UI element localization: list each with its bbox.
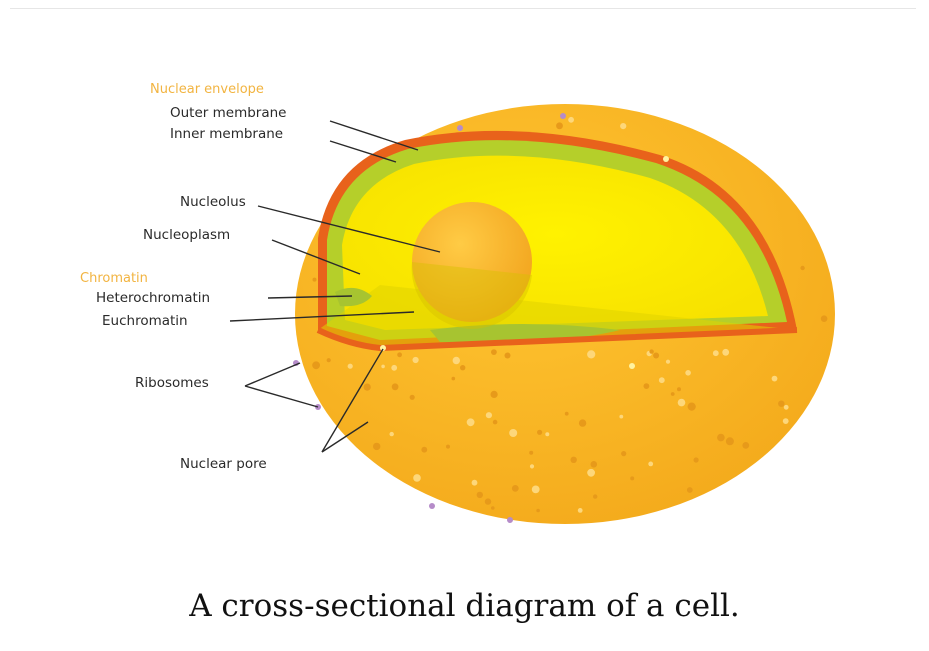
ribosome-dot [413,474,421,482]
ribosome-dot [821,315,828,322]
ribosome-dot [722,349,729,356]
ribosome-dot [327,358,331,362]
ribosome-dot [446,445,450,449]
ribosome-dot [784,405,789,410]
nuclear-pore [629,363,635,369]
ribosome-dot [648,462,653,467]
ribosome-dot [621,451,626,456]
ribosome-dot [429,503,435,509]
ribosome-dot [391,365,397,371]
label-chromatin: Chromatin [80,271,148,286]
ribosome-dot [556,122,563,129]
ribosome-dot [348,364,353,369]
ribosome-dot [593,494,597,498]
ribosome-dot [653,353,659,359]
ribosome-dot [505,353,511,359]
leader-ribosomes-a [245,363,300,386]
ribosome-dot [649,349,653,353]
label-nuclear-pore: Nuclear pore [180,456,267,472]
ribosome-dot [619,415,623,419]
leader-ribosomes-b [245,386,318,407]
ribosome-dot [726,437,734,445]
ribosome-dot [536,509,540,513]
ribosome-dot [373,443,380,450]
ribosome-dot [587,350,595,358]
ribosome-dot [453,357,460,364]
ribosome-dot [421,447,427,453]
ribosome-dot [486,412,492,418]
ribosome-dot [460,365,465,370]
label-euchromatin: Euchromatin [102,313,188,329]
ribosome-dot [493,420,498,425]
ribosome-dot [678,399,686,407]
ribosome-dot [472,480,478,486]
ribosome-dot [512,485,519,492]
ribosome-dot [509,429,517,437]
ribosome-dot [491,391,498,398]
ribosome-dot [687,487,693,493]
label-ribosomes: Ribosomes [135,375,209,391]
ribosome-dot [397,352,402,357]
ribosome-dot [485,498,491,504]
ribosome-dot [467,418,475,426]
ribosome-dot [659,377,665,383]
ribosome-dot [666,360,670,364]
ribosome-dot [685,370,691,376]
ribosome-dot [545,432,549,436]
ribosome-dot [392,383,399,390]
ribosome-dot [381,365,385,369]
ribosome-dot [717,434,725,442]
ribosome-dot [413,357,419,363]
ribosome-dot [800,266,804,270]
label-outer-membrane: Outer membrane [170,105,286,121]
ribosome-dot [644,383,650,389]
ribosome-dot [364,384,371,391]
ribosome-dot [742,442,749,449]
ribosome-dot [677,387,681,391]
ribosome-dot [591,461,598,468]
ribosome-dot [529,451,533,455]
ribosome-dot [312,361,320,369]
ribosome-dot [783,418,789,424]
ribosome-dot [688,403,696,411]
label-heterochromatin: Heterochromatin [96,290,210,306]
ribosome-dot [390,432,394,436]
ribosome-dot [507,517,513,523]
ribosome-dot [313,278,317,282]
ribosome-dot [578,508,583,513]
figure-caption: A cross-sectional diagram of a cell. [0,588,929,624]
ribosome-dot [537,430,542,435]
ribosome-dot [620,123,626,129]
label-inner-membrane: Inner membrane [170,126,283,142]
ribosome-dot [491,506,495,510]
ribosome-dot [694,457,699,462]
ribosome-dot [491,349,497,355]
label-nuclear-envelope: Nuclear envelope [150,82,264,97]
ribosome-dot [671,392,675,396]
ribosome-dot [457,125,463,131]
ribosome-dot [410,395,415,400]
ribosome-dot [713,350,719,356]
label-nucleolus: Nucleolus [180,194,246,210]
ribosome-dot [571,457,577,463]
ribosome-dot [560,113,566,119]
ribosome-dot [532,486,540,494]
ribosome-dot [452,377,456,381]
ribosome-dot [778,401,784,407]
ribosome-dot [630,476,634,480]
ribosome-dot [772,376,778,382]
ribosome-dot [477,492,483,498]
ribosome-dot [565,412,569,416]
ribosome-dot [579,419,586,426]
ribosome-dot [587,469,595,477]
nuclear-pore [663,156,669,162]
ribosome-dot [530,464,534,468]
label-nucleoplasm: Nucleoplasm [143,227,230,243]
ribosome-dot [568,117,574,123]
